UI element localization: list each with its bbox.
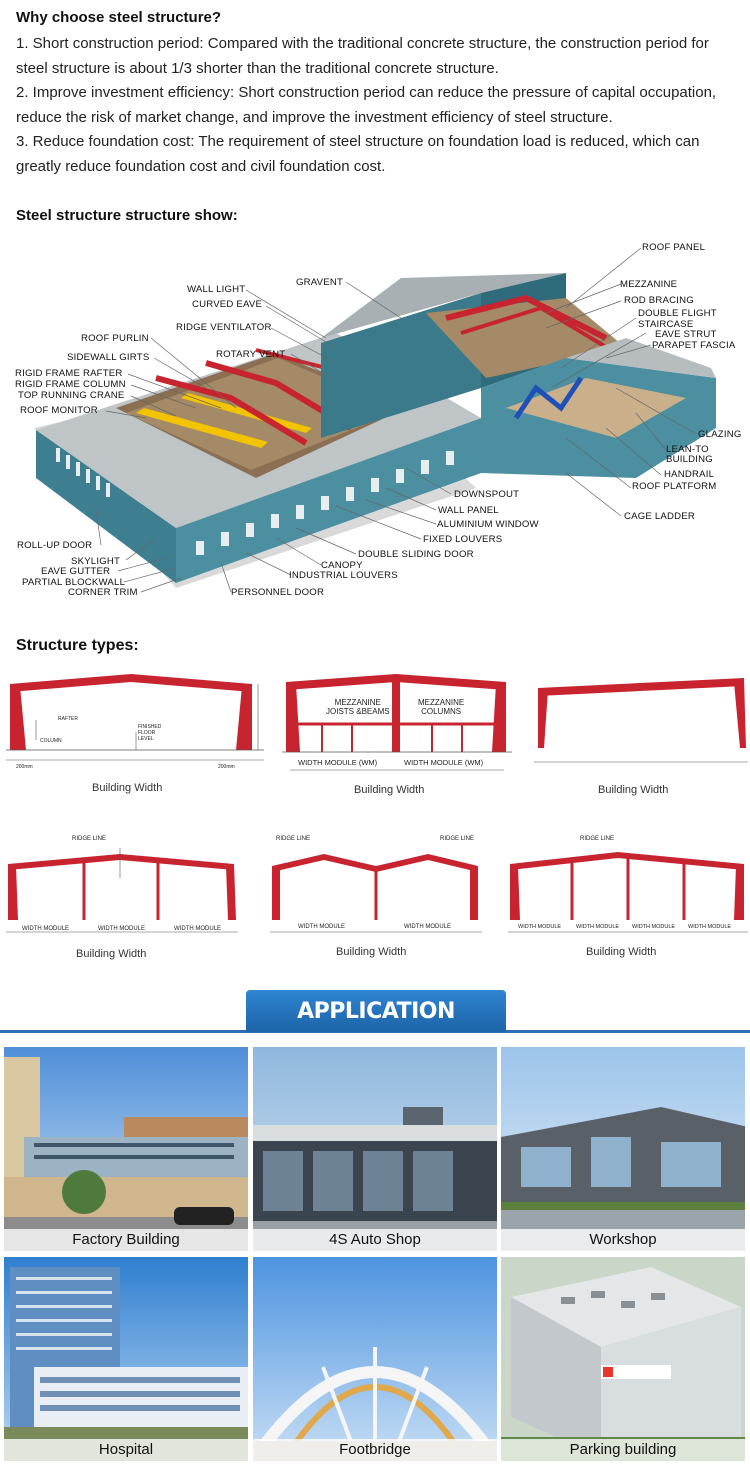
scenario-grid: Factory Building 4S Auto Shop Workshop [4,1047,748,1461]
frame-multi-span: RIDGE LINE WIDTH MODULE WIDTH MODULE WID… [508,836,748,958]
application-scenarios-banner: APPLICATION SCENARIOS [0,990,750,1068]
frame5-wm-1: WIDTH MODULE [298,924,345,930]
frame1-dim-right: 200mm [218,764,235,770]
label-rigid-frame-column: RIGID FRAME COLUMN [15,379,126,390]
frame5-ridge-line-left: RIDGE LINE [276,836,311,842]
frame5-building-width: Building Width [336,946,407,958]
scenario-caption: Hospital [4,1439,248,1461]
label-roof-monitor: ROOF MONITOR [20,405,98,416]
structure-types: RAFTER COLUMN FINISHED FLOOR LEVEL 200mm… [0,662,750,972]
scenario-footbridge[interactable]: Footbridge [253,1257,497,1461]
label-wall-light: WALL LIGHT [187,284,246,295]
label-parapet-fascia: PARAPET FASCIA [652,340,736,351]
label-industrial-louvers: INDUSTRIAL LOUVERS [289,570,398,581]
label-roll-up-door: ROLL-UP DOOR [17,540,93,551]
scenario-caption: Footbridge [253,1439,497,1461]
label-double-flight: DOUBLE FLIGHT [638,308,717,319]
label-ridge-ventilator: RIDGE VENTILATOR [176,322,272,333]
frame2-mezz-joists: MEZZANINE JOISTS &BEAMS [326,698,390,716]
frame6-building-width: Building Width [586,946,657,958]
application-scenarios-title: APPLICATION SCENARIOS [246,990,506,1068]
label-aluminium-window: ALUMINIUM WINDOW [437,519,539,530]
label-curved-eave: CURVED EAVE [192,299,263,310]
label-staircase: STAIRCASE [638,319,694,330]
why-point-3: 3. Reduce foundation cost: The requireme… [16,133,700,175]
scenario-workshop[interactable]: Workshop [501,1047,745,1251]
label-mezzanine: MEZZANINE [620,279,678,290]
scenario-caption: Parking building [501,1439,745,1461]
structure-diagram: ROOF PANEL GRAVENT WALL LIGHT CURVED EAV… [6,238,744,606]
frame6-wm-2: WIDTH MODULE [576,924,620,930]
frame6-wm-4: WIDTH MODULE [688,924,732,930]
label-roof-panel: ROOF PANEL [642,242,706,253]
label-canopy: CANOPY [321,560,363,571]
scenario-parking-building[interactable]: Parking building [501,1257,745,1461]
frame1-column: COLUMN [40,738,62,744]
structure-show-title: Steel structure structure show: [16,207,238,224]
frame4-wm-1: WIDTH MODULE [22,926,69,932]
label-rigid-frame-rafter: RIGID FRAME RAFTER [15,368,123,379]
label-lean-to: LEAN-TO [666,444,709,455]
frame2-mezz-columns: MEZZANINE COLUMNS [418,698,465,716]
frame4-wm-3: WIDTH MODULE [174,926,221,932]
label-rod-bracing: ROD BRACING [624,295,694,306]
frame3-building-width: Building Width [598,784,669,796]
label-roof-purlin: ROOF PURLIN [81,333,149,344]
label-gravent: GRAVENT [296,277,344,288]
label-personnel-door: PERSONNEL DOOR [231,587,325,598]
frame6-wm-1: WIDTH MODULE [518,924,562,930]
scenario-caption: Factory Building [4,1229,248,1251]
label-fixed-louvers: FIXED LOUVERS [423,534,503,545]
frame6-ridge-line: RIDGE LINE [580,836,615,842]
scenario-4s-auto-shop[interactable]: 4S Auto Shop [253,1047,497,1251]
label-building: BUILDING [666,454,713,465]
label-corner-trim: CORNER TRIM [68,587,138,598]
label-cage-ladder: CAGE LADDER [624,511,695,522]
frame-mezzanine: MEZZANINE JOISTS &BEAMS MEZZANINE COLUMN… [282,672,512,802]
why-title: Why choose steel structure? [16,9,222,26]
label-roof-platform: ROOF PLATFORM [632,481,717,492]
frame1-building-width: Building Width [92,782,163,794]
frame5-wm-2: WIDTH MODULE [404,924,451,930]
label-skylight: SKYLIGHT [71,556,121,567]
frame4-ridge-line: RIDGE LINE [72,836,107,842]
label-sidewall-girts: SIDEWALL GIRTS [67,352,150,363]
label-glazing: GLAZING [698,429,742,440]
frame5-ridge-line-right: RIDGE LINE [440,836,475,842]
scenario-hospital[interactable]: Hospital [4,1257,248,1461]
frame4-building-width: Building Width [76,948,147,960]
label-top-running-crane: TOP RUNNING CRANE [18,390,125,401]
label-eave-gutter: EAVE GUTTER [41,566,111,577]
frame1-finished-floor: FINISHED FLOOR LEVEL [138,724,162,742]
scenario-factory-building[interactable]: Factory Building [4,1047,248,1251]
scenario-caption: Workshop [501,1229,745,1251]
frame-mono-slope: Building Width [534,672,748,802]
structure-types-title: Structure types: [16,637,139,654]
label-partial-blockwall: PARTIAL BLOCKWALL [22,577,126,588]
frame-single-span: RAFTER COLUMN FINISHED FLOOR LEVEL 200mm… [6,672,264,802]
label-downspout: DOWNSPOUT [454,489,520,500]
label-handrail: HANDRAIL [664,469,715,480]
why-point-1: 1. Short construction period: Compared w… [16,35,709,77]
frame4-wm-2: WIDTH MODULE [98,926,145,932]
frame2-wm-right: WIDTH MODULE (WM) [404,758,484,767]
frame-two-span: RIDGE LINE WIDTH MODULE WIDTH MODULE WID… [6,836,238,960]
why-point-2: 2. Improve investment efficiency: Short … [16,84,717,126]
label-double-sliding-door: DOUBLE SLIDING DOOR [358,549,474,560]
frame1-rafter: RAFTER [58,716,78,722]
label-rotary-vent: ROTARY VENT [216,349,286,360]
why-section: Why choose steel structure? 1. Short con… [16,8,740,179]
scenario-caption: 4S Auto Shop [253,1229,497,1251]
frame6-wm-3: WIDTH MODULE [632,924,676,930]
frame2-wm-left: WIDTH MODULE (WM) [298,758,378,767]
label-eave-strut: EAVE STRUT [655,329,717,340]
frame1-dim-left: 200mm [16,764,33,770]
building-illustration [34,247,716,593]
frame2-building-width: Building Width [354,784,425,796]
frame-double-gable: RIDGE LINE RIDGE LINE WIDTH MODULE WIDTH… [270,836,482,958]
label-wall-panel: WALL PANEL [438,505,499,516]
